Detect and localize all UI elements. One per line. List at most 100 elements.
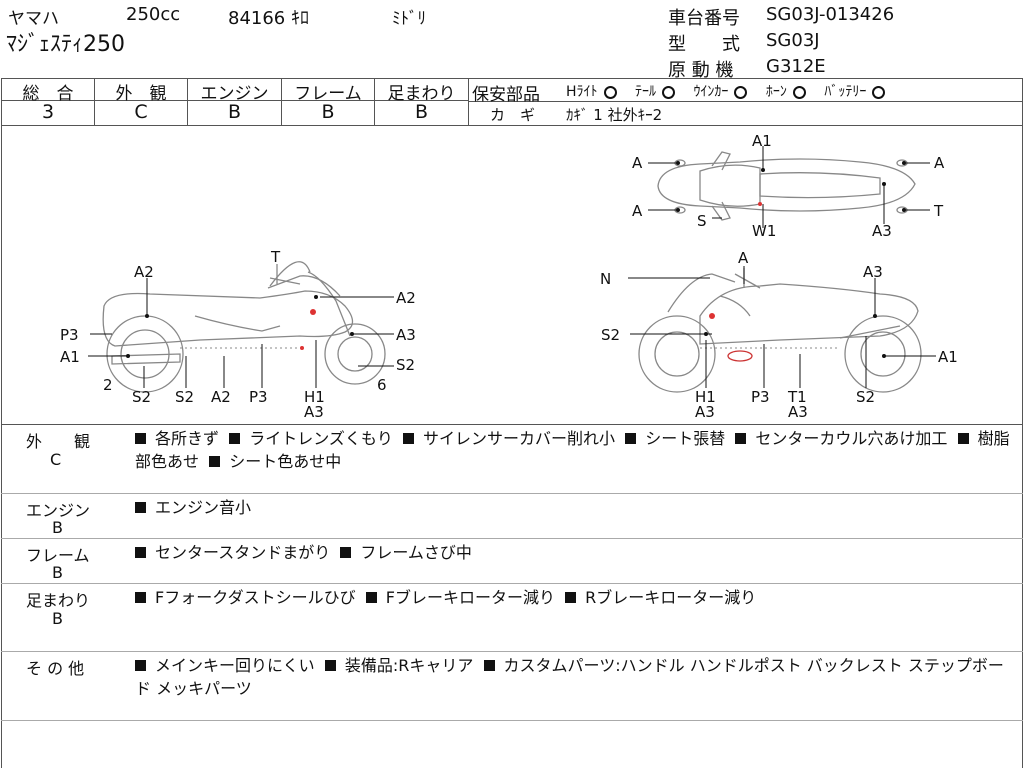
bullet-icon (365, 592, 377, 603)
ok-circle-icon (734, 85, 748, 99)
safety-item-winker-label: ｳｲﾝｶｰ (693, 84, 729, 100)
label-left-A2-right: A2 (396, 289, 416, 307)
maker: ヤマハ (8, 9, 59, 29)
divider-detail-2 (1, 538, 1023, 539)
label-right-A1: A1 (938, 348, 958, 366)
grade-sep-5 (468, 78, 469, 125)
label-top-A1: A1 (752, 132, 772, 150)
bullet-icon (735, 433, 747, 444)
label-left-A2-top: A2 (134, 263, 154, 281)
bullet-icon (209, 456, 221, 467)
label-left-S2-right: S2 (396, 356, 415, 374)
key-label: カ ギ (490, 106, 536, 124)
detail-item: Fフォークダストシールひび (155, 588, 356, 607)
detail-label-engine: エンジン (26, 501, 91, 520)
label-right-A3-a: A3 (695, 403, 715, 421)
detail-grade-suspension: B (52, 609, 63, 628)
label-left-A3: A3 (396, 326, 416, 344)
grade-label-engine: エンジン (200, 84, 269, 104)
engine-value: G312E (766, 56, 826, 77)
safety-item-horn: ﾎｰﾝ (766, 84, 806, 100)
scooter-top-view (657, 151, 916, 221)
label-left-S2-b: S2 (175, 388, 194, 406)
detail-grade-engine: B (52, 518, 63, 537)
label-right-T1: T1 (787, 388, 807, 406)
safety-item-horn-label: ﾎｰﾝ (765, 84, 787, 100)
bullet-icon (403, 433, 415, 444)
mileage: 84166 ｷﾛ (228, 8, 309, 29)
detail-item: Fブレーキローター減り (385, 588, 555, 607)
grade-value-exterior: C (134, 101, 148, 123)
divider-detail-5 (1, 720, 1023, 721)
label-right-A3-top: A3 (863, 263, 883, 281)
grade-value-frame: B (321, 101, 335, 123)
engine-label: 原 動 機 (668, 60, 734, 81)
detail-text-suspension: Fフォークダストシールひび Fブレーキローター減り Rブレーキローター減り (135, 586, 1015, 609)
label-left-2: 2 (103, 376, 113, 394)
divider-diagram-bottom (1, 424, 1023, 425)
scooter-right-view (638, 268, 922, 393)
label-right-P3: P3 (751, 388, 770, 406)
color: ﾐﾄﾞﾘ (392, 9, 426, 29)
key-value: ｶｷﾞ 1 社外ｷｰ2 (566, 106, 663, 124)
safety-item-winker: ｳｲﾝｶｰ (693, 84, 748, 100)
detail-label-exterior: 外 観 (26, 432, 91, 451)
label-right-A3-b: A3 (788, 403, 808, 421)
grade-label-exterior: 外 観 (115, 84, 167, 104)
label-right-N: N (600, 270, 611, 288)
grade-label-suspension: 足まわり (387, 84, 456, 104)
detail-item: 装備品:Rキャリア (344, 656, 474, 675)
label-right-A: A (738, 249, 749, 267)
ok-circle-icon (603, 85, 617, 99)
bullet-icon (483, 660, 495, 671)
detail-grade-exterior: C (50, 450, 62, 469)
detail-item: エンジン音小 (155, 498, 252, 517)
detail-text-frame: センタースタンドまがり フレームさび中 (135, 541, 1015, 564)
detail-item: 各所きず (155, 429, 220, 448)
label-top-A-fl: A (632, 154, 643, 172)
type-label: 型 式 (668, 34, 740, 55)
displacement: 250cc (126, 4, 181, 25)
detail-label-frame: フレーム (26, 546, 90, 565)
ok-circle-icon (661, 85, 675, 99)
bullet-icon (135, 660, 146, 671)
grade-value-engine: B (227, 101, 242, 123)
label-right-H1: H1 (695, 388, 716, 406)
detail-text-other: メインキー回りにくい 装備品:Rキャリア カスタムパーツ:ハンドル ハンドルポス… (135, 654, 1015, 700)
safety-item-battery-label: ﾊﾞｯﾃﾘｰ (824, 84, 867, 100)
damage-diagram: A1 A A A T S W1 A3 T A2 A2 P3 A3 A1 S2 2… (60, 132, 958, 421)
detail-label-other: そ の 他 (26, 659, 85, 678)
detail-item: シート張替 (645, 429, 726, 448)
grade-sep-3 (281, 78, 282, 125)
divider-grades-bottom (1, 125, 1023, 126)
safety-label: 保安部品 (472, 85, 540, 105)
bullet-icon (625, 433, 637, 444)
detail-text-exterior: 各所きず ライトレンズくもり サイレンサーカバー削れ小 シート張替 センターカウ… (135, 427, 1015, 473)
divider-detail-3 (1, 583, 1023, 584)
detail-item: 樹脂部色あせ (135, 429, 1010, 471)
divider-top (1, 78, 1023, 79)
bullet-icon (324, 660, 336, 671)
label-left-P3-bottom: P3 (249, 388, 268, 406)
label-left-A2-bottom: A2 (211, 388, 231, 406)
detail-item: Rブレーキローター減り (585, 588, 757, 607)
divider-detail-4 (1, 651, 1023, 652)
safety-item-headlight-label: Hﾗｲﾄ (566, 84, 598, 100)
grade-value-total: 3 (41, 101, 55, 123)
divider-grade-mid (1, 100, 469, 101)
label-top-A-rl: A (632, 202, 643, 220)
frame-left (1, 78, 2, 768)
label-left-A3-bottom: A3 (304, 403, 324, 421)
type-value: SG03J (766, 30, 820, 51)
detail-item: シート色あせ中 (229, 452, 342, 471)
bullet-icon (135, 547, 146, 558)
bullet-icon (135, 502, 146, 513)
label-top-W1: W1 (752, 222, 776, 240)
detail-item: メインキー回りにくい (155, 656, 315, 675)
label-left-P3: P3 (60, 326, 79, 344)
grade-label-total: 総 合 (22, 84, 74, 104)
frame-right (1022, 78, 1023, 768)
divider-detail-1 (1, 493, 1023, 494)
divider-safety-mid (468, 101, 1023, 102)
label-left-S2-a: S2 (132, 388, 151, 406)
